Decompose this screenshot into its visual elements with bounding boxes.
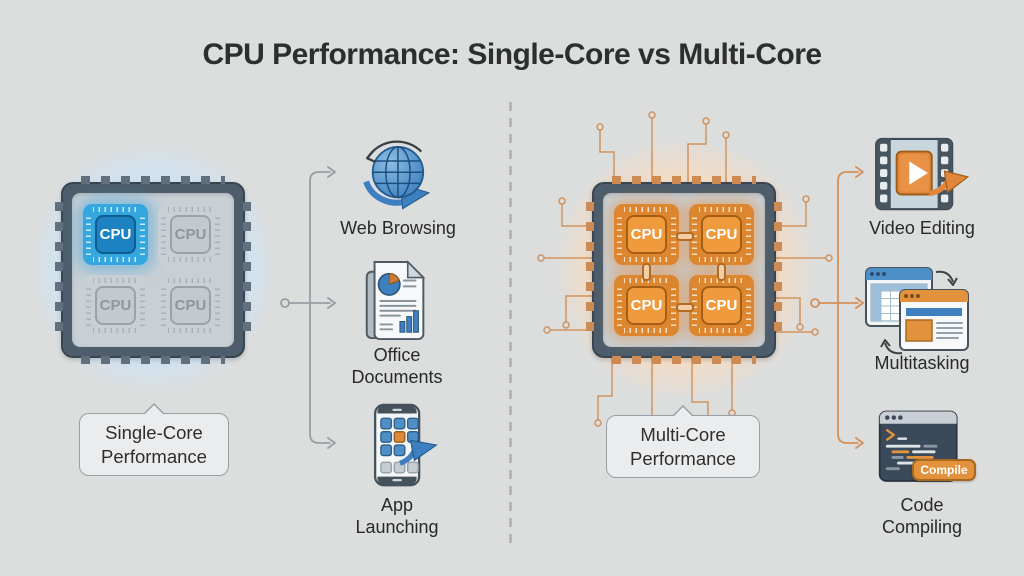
- cpu-core-label: CPU: [94, 214, 137, 255]
- smartphone-icon: [373, 403, 438, 487]
- cpu-core-label: CPU: [94, 285, 137, 326]
- cpu-core-idle: CPU: [83, 275, 148, 336]
- cpu-core-label: CPU: [700, 285, 743, 326]
- circuit-traces: [537, 111, 833, 439]
- multitasking-label: Multitasking: [874, 353, 970, 373]
- multi-core-cpu-chip: CPU CPU CPU CPU: [586, 176, 782, 364]
- cpu-core-idle: CPU: [158, 204, 223, 265]
- globe-icon: [363, 140, 431, 210]
- filmstrip-icon: [875, 137, 970, 211]
- chip-pins-top: [612, 176, 756, 184]
- cpu-core-label: CPU: [625, 285, 668, 326]
- single-core-connector: [280, 166, 336, 449]
- page-title: CPU Performance: Single-Core vs Multi-Co…: [202, 38, 822, 71]
- office-documents-label: Office Documents: [351, 345, 443, 388]
- app-launching-label: App Launching: [355, 495, 439, 538]
- cpu-core-label: CPU: [169, 285, 212, 326]
- compile-button: Compile: [912, 459, 976, 481]
- core-interconnect: [717, 263, 726, 281]
- office-document-icon: [365, 260, 426, 341]
- cpu-core-active: CPU: [83, 204, 148, 265]
- cpu-core-label: CPU: [700, 214, 743, 255]
- chip-pins-left: [55, 202, 63, 338]
- video-editing-label: Video Editing: [869, 218, 975, 238]
- chip-die: CPU CPU CPU CPU: [72, 193, 234, 347]
- core-interconnect: [642, 263, 651, 281]
- chip-die: CPU CPU CPU CPU: [603, 193, 765, 347]
- core-interconnect: [676, 232, 694, 241]
- cpu-core-active: CPU: [689, 275, 754, 336]
- cpu-core-idle: CPU: [158, 275, 223, 336]
- cpu-core-label: CPU: [169, 214, 212, 255]
- cpu-core-active: CPU: [614, 275, 679, 336]
- chip-pins-bottom: [612, 356, 756, 364]
- web-browsing-label: Web Browsing: [340, 218, 456, 238]
- core-interconnect: [676, 303, 694, 312]
- chip-pins-left: [586, 202, 594, 338]
- windows-icon: [865, 267, 969, 355]
- cpu-core-label: CPU: [625, 214, 668, 255]
- multi-core-bubble: Multi-Core Performance: [606, 404, 760, 479]
- cpu-core-active: CPU: [689, 204, 754, 265]
- chip-pins-bottom: [81, 356, 225, 364]
- single-core-bubble: Single-Core Performance: [79, 402, 229, 477]
- single-core-cpu-chip: CPU CPU CPU CPU: [55, 176, 251, 364]
- chip-pins-right: [774, 202, 782, 338]
- chip-pins-top: [81, 176, 225, 184]
- multi-core-connector: [810, 166, 864, 449]
- cpu-core-active: CPU: [614, 204, 679, 265]
- chip-pins-right: [243, 202, 251, 338]
- code-compiling-label: Code Compiling: [881, 495, 963, 538]
